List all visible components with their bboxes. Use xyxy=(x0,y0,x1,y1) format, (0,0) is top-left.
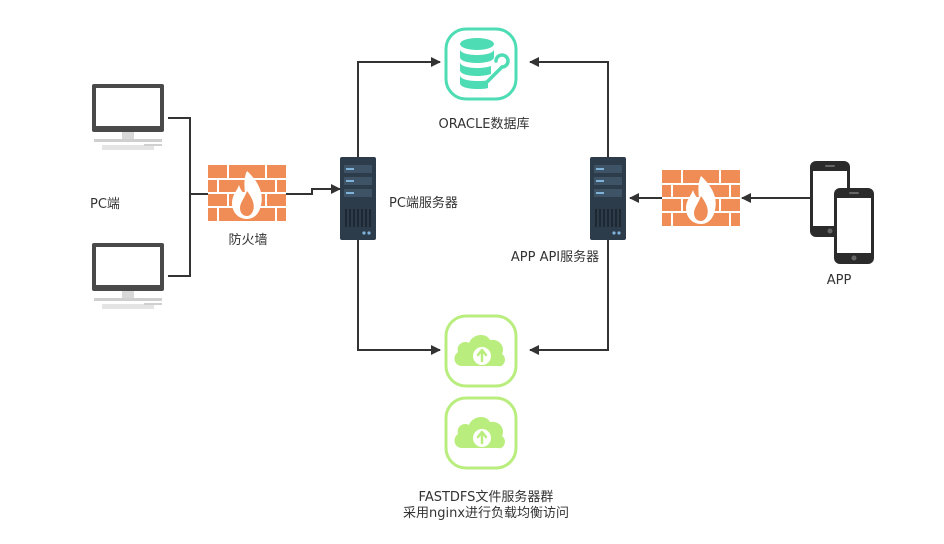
firewall-label: 防火墙 xyxy=(228,233,268,248)
fastdfs-label-line1: FASTDFS文件服务器群 xyxy=(418,490,554,505)
app-api-server-label: APP API服务器 xyxy=(510,250,600,265)
connector-pcserver-database xyxy=(357,57,441,157)
database-label: ORACLE数据库 xyxy=(438,117,530,132)
pc-clients-label: PC端 xyxy=(90,197,120,212)
server-rack-icon xyxy=(590,157,626,240)
connectors xyxy=(168,57,810,355)
database-settings-icon xyxy=(444,27,518,101)
app-label: APP xyxy=(826,273,852,288)
desktop-computer-icon xyxy=(92,84,164,150)
desktop-computer-icon xyxy=(92,243,164,309)
connector-appserver-fastdfs xyxy=(529,240,609,355)
fastdfs-label-line2: 采用nginx进行负载均衡访问 xyxy=(402,506,570,521)
cloud-upload-icon xyxy=(444,314,518,388)
server-rack-icon xyxy=(340,157,376,240)
smartphone-icon xyxy=(834,188,874,264)
cloud-upload-icon xyxy=(444,396,518,470)
connector-pc-top-firewall xyxy=(168,117,191,194)
connector-pcserver-fastdfs xyxy=(357,240,441,355)
connector-firewall-pcserver xyxy=(286,184,341,195)
firewall-icon xyxy=(208,165,286,221)
connector-appserver-database xyxy=(529,57,609,157)
firewall-icon xyxy=(662,170,740,226)
connector-pc-bottom-firewall xyxy=(168,193,208,277)
pc-server-label: PC端服务器 xyxy=(389,196,458,211)
